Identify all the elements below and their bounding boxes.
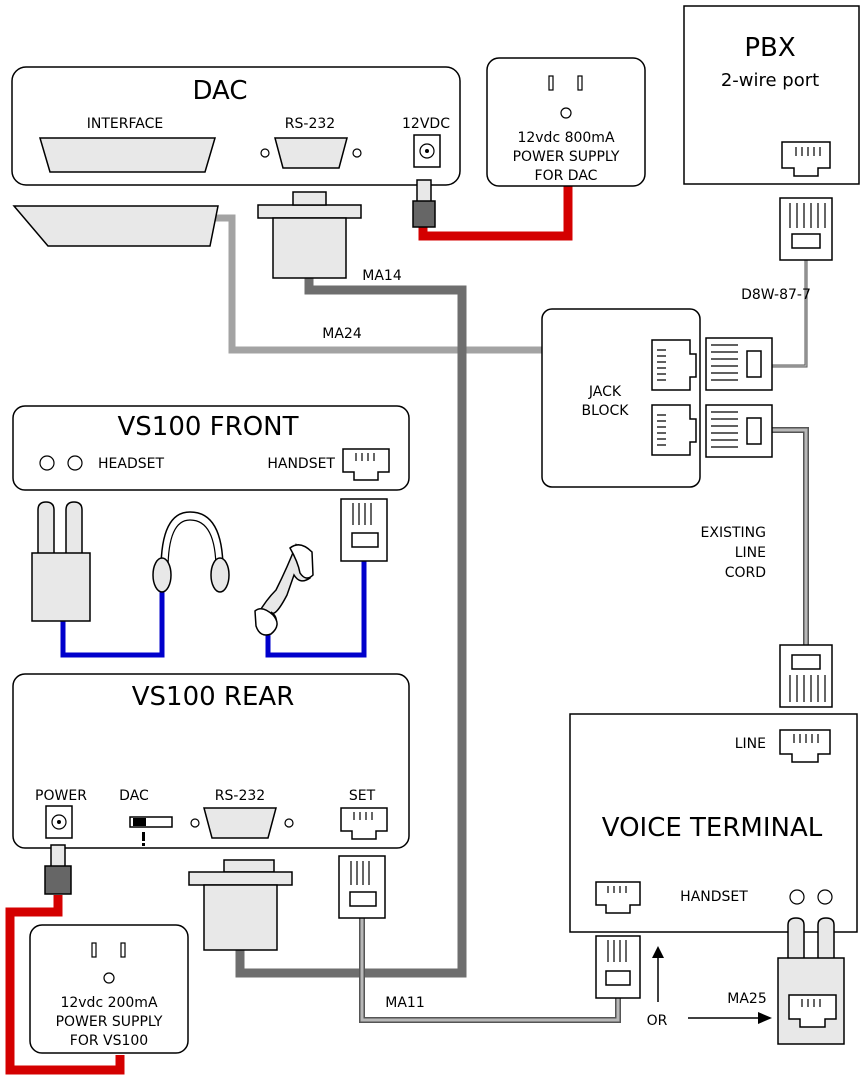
- pbx-title: PBX: [744, 33, 795, 63]
- svg-text:FOR DAC: FOR DAC: [535, 168, 598, 184]
- ma14-cable: [235, 278, 467, 978]
- vt-line-label: LINE: [735, 736, 766, 752]
- vt-handset-port: [595, 881, 641, 914]
- d8w-cable: [772, 260, 808, 368]
- vs100-rear-title: VS100 REAR: [132, 682, 295, 712]
- existing-line-cord: [772, 427, 809, 645]
- headset-icon: [152, 511, 230, 593]
- svg-text:BLOCK: BLOCK: [582, 403, 630, 419]
- svg-text:FOR VS100: FOR VS100: [70, 1033, 148, 1049]
- vt-handset-jack-2: [817, 889, 833, 905]
- vs100-rs232-label: RS-232: [215, 788, 265, 804]
- vt-handset-jack-1: [789, 889, 805, 905]
- jack-block: JACK BLOCK: [541, 308, 701, 488]
- headset-cable: [60, 590, 165, 658]
- svg-text:12vdc 800mA: 12vdc 800mA: [517, 130, 614, 146]
- vs100-handset-port: [342, 448, 390, 481]
- dac-rs232-label: RS-232: [285, 116, 335, 132]
- svg-text:JACK: JACK: [588, 384, 622, 400]
- dac-rs232-port: [274, 137, 348, 169]
- voice-terminal: LINE VOICE TERMINAL HANDSET: [569, 713, 858, 933]
- dac-power-plug: [412, 179, 436, 228]
- vs100-headset-label: HEADSET: [98, 456, 164, 472]
- vs100-power-label: POWER: [35, 788, 87, 804]
- vs100-power-jack: [45, 805, 73, 839]
- dac-unit: DAC INTERFACE RS-232 12VDC: [11, 66, 461, 186]
- ma24-label: MA24: [322, 326, 362, 342]
- dac-interface-label: INTERFACE: [87, 116, 163, 132]
- ma14-dac-connector: [257, 191, 362, 279]
- dac-power-supply: 12vdc 800mA POWER SUPPLY FOR DAC: [486, 57, 646, 187]
- vs100-front: VS100 FRONT HEADSET HANDSET: [12, 405, 410, 491]
- ma24-cable: [215, 214, 542, 354]
- or-label: OR: [647, 1013, 668, 1029]
- vt-title: VOICE TERMINAL: [602, 813, 823, 843]
- dac-power-cable: [418, 186, 573, 241]
- svg-text:POWER SUPPLY: POWER SUPPLY: [56, 1014, 163, 1030]
- headset-plug: [31, 501, 91, 622]
- dac-power-label: 12VDC: [402, 116, 450, 132]
- vs100-power-plug: [44, 844, 72, 895]
- vs100-set-port: [340, 807, 388, 840]
- dac-title: DAC: [192, 76, 247, 106]
- vs100-front-title: VS100 FRONT: [118, 412, 299, 442]
- or-arrows: [652, 946, 772, 1024]
- d8w-label: D8W-87-7: [741, 287, 811, 303]
- handset-plug: [340, 498, 388, 562]
- vs100-dac-label: DAC: [119, 788, 149, 804]
- d8w-pbx-plug: [779, 197, 833, 261]
- pbx-port: [781, 141, 831, 177]
- vs100-rs232-port: [203, 807, 277, 839]
- pbx-subtitle: 2-wire port: [721, 70, 819, 91]
- headset-jack-1: [39, 455, 55, 471]
- handset-cable: [265, 560, 367, 658]
- ma14-vs100-connector: [188, 859, 293, 951]
- dac-interface-port: [38, 137, 217, 173]
- svg-text:12vdc 200mA: 12vdc 200mA: [60, 995, 157, 1011]
- vs100-handset-label: HANDSET: [267, 456, 335, 472]
- svg-text:LINE: LINE: [735, 545, 766, 561]
- svg-text:CORD: CORD: [725, 565, 766, 581]
- vs100-rear: VS100 REAR POWER DAC RS-232 SET: [12, 673, 410, 849]
- ma11-vt-plug: [595, 935, 641, 999]
- ma24-connector: [12, 205, 219, 247]
- ma25-adapter: [777, 917, 845, 1045]
- handset-icon: [254, 542, 314, 636]
- line-cord-plug: [779, 644, 833, 708]
- dac-switch: [129, 816, 173, 846]
- vs100-power-supply: 12vdc 200mA POWER SUPPLY FOR VS100: [29, 924, 189, 1054]
- ma14-label: MA14: [362, 268, 402, 284]
- jack-block-port-2: [651, 404, 697, 456]
- jack-block-port-1: [651, 339, 697, 391]
- vt-handset-label: HANDSET: [680, 889, 748, 905]
- svg-text:POWER SUPPLY: POWER SUPPLY: [513, 149, 620, 165]
- headset-jack-2: [67, 455, 83, 471]
- ma11-label: MA11: [385, 995, 424, 1011]
- jack-block-plug-2: [705, 404, 773, 458]
- jack-block-plug-1: [705, 337, 773, 391]
- vs100-power-cable: [5, 895, 125, 1075]
- ma11-set-plug: [338, 855, 386, 919]
- vs100-set-label: SET: [349, 788, 376, 804]
- pbx-unit: PBX 2-wire port: [683, 5, 860, 185]
- svg-text:EXISTING: EXISTING: [701, 525, 766, 541]
- ma25-label: MA25: [727, 991, 766, 1007]
